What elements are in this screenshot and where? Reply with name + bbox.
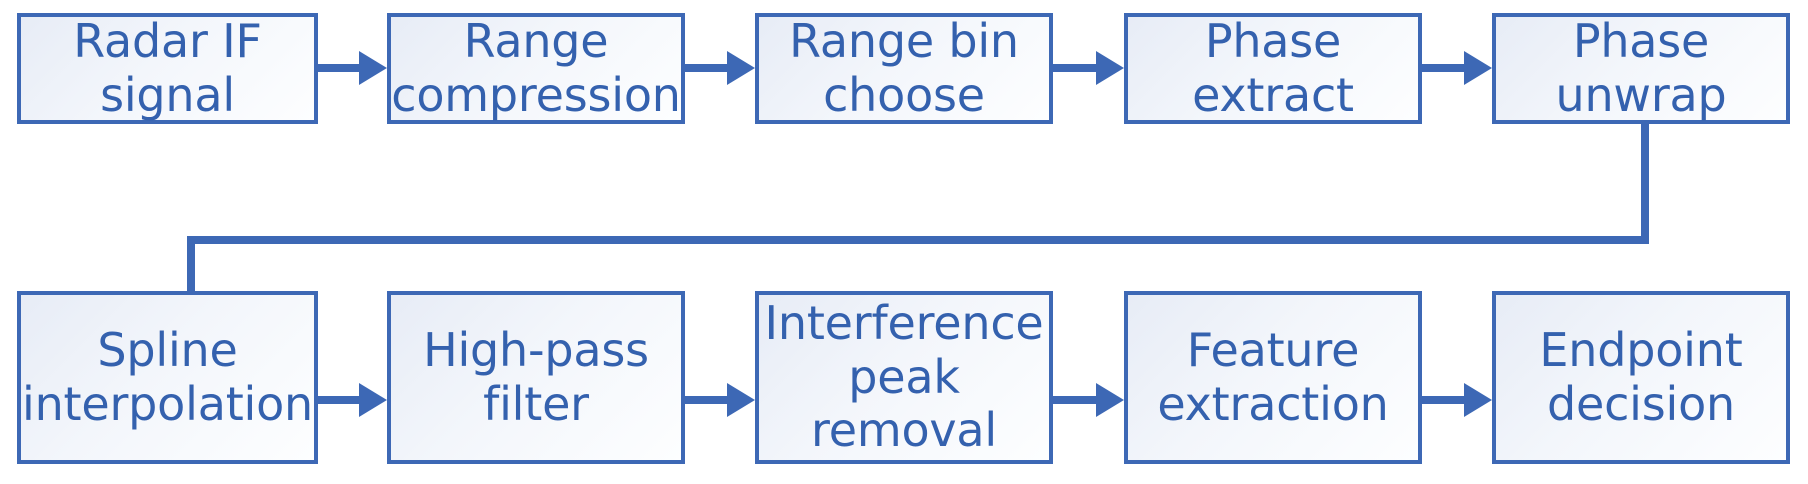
node-interference-peak-removal[interactable]: Interference peak removal — [755, 291, 1053, 464]
node-label: Radar IF signal — [73, 14, 262, 122]
node-label: Spline interpolation — [22, 323, 314, 431]
node-spline-interpolation[interactable]: Spline interpolation — [17, 291, 318, 464]
node-label: Phase unwrap — [1555, 14, 1727, 122]
node-high-pass-filter[interactable]: High-pass filter — [387, 291, 685, 464]
node-label: Phase extract — [1192, 14, 1354, 122]
connector-segment-down-left — [187, 236, 195, 316]
node-endpoint-decision[interactable]: Endpoint decision — [1492, 291, 1790, 464]
node-phase-extract[interactable]: Phase extract — [1124, 13, 1422, 124]
node-label: Interference peak removal — [764, 296, 1044, 458]
node-label: High-pass filter — [423, 323, 649, 431]
node-label: Feature extraction — [1157, 323, 1389, 431]
node-label: Endpoint decision — [1539, 323, 1743, 431]
node-radar-if-signal[interactable]: Radar IF signal — [17, 13, 318, 124]
node-label: Range compression — [391, 14, 681, 122]
connector-segment-down-right — [1641, 124, 1649, 244]
node-phase-unwrap[interactable]: Phase unwrap — [1492, 13, 1790, 124]
connector-segment-horizontal — [187, 236, 1649, 244]
node-range-compression[interactable]: Range compression — [387, 13, 685, 124]
node-label: Range bin choose — [789, 14, 1019, 122]
node-feature-extraction[interactable]: Feature extraction — [1124, 291, 1422, 464]
node-range-bin-choose[interactable]: Range bin choose — [755, 13, 1053, 124]
